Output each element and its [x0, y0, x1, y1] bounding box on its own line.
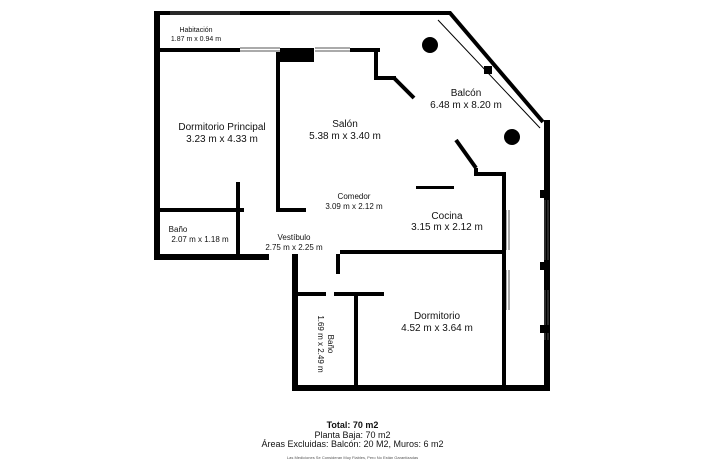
room-dims-bano1: 2.07 m x 1.18 m: [171, 235, 229, 244]
room-label-dormitorio-principal: Dormitorio Principal: [178, 122, 265, 133]
room-dims-balcon: 6.48 m x 8.20 m: [430, 100, 502, 111]
room-label-comedor: Comedor: [338, 192, 371, 201]
room-label-cocina: Cocina: [431, 211, 463, 222]
room-label-bano1: Baño: [169, 225, 188, 234]
room-dims-cocina: 3.15 m x 2.12 m: [411, 222, 483, 233]
room-label-vestibulo: Vestíbulo: [278, 233, 311, 242]
room-label-habitacion: Habitación: [179, 27, 212, 34]
room-dims-salon: 5.38 m x 3.40 m: [309, 131, 381, 142]
ground-floor-area: Planta Baja: 70 m2: [314, 430, 391, 440]
room-dims-dormitorio-principal: 3.23 m x 4.33 m: [186, 134, 258, 145]
columns: [422, 37, 550, 333]
room-label-dormitorio: Dormitorio: [414, 311, 461, 322]
room-dims-dormitorio: 4.52 m x 3.64 m: [401, 323, 473, 334]
outer-walls: [154, 11, 550, 391]
column-icon: [422, 37, 438, 53]
room-label-balcon: Balcón: [451, 88, 482, 99]
column-icon: [504, 129, 520, 145]
diagonal-partitions: [392, 76, 478, 170]
disclaimer: Las Mediciones Se Consideran Muy Fiables…: [286, 455, 419, 460]
room-dims-vestibulo: 2.75 m x 2.25 m: [265, 243, 323, 252]
interior-walls: [160, 48, 506, 391]
total-area: Total: 70 m2: [326, 420, 379, 430]
room-dims-comedor: 3.09 m x 2.12 m: [325, 202, 383, 211]
excluded-areas: Áreas Excluidas: Balcón: 20 M2, Muros: 6…: [261, 439, 444, 449]
room-dims-bano2: 1.69 m x 2.49 m: [316, 315, 325, 373]
room-label-salon: Salón: [332, 119, 358, 130]
room-label-bano2: Baño: [326, 335, 335, 354]
room-dims-habitacion: 1.87 m x 0.94 m: [171, 36, 221, 43]
